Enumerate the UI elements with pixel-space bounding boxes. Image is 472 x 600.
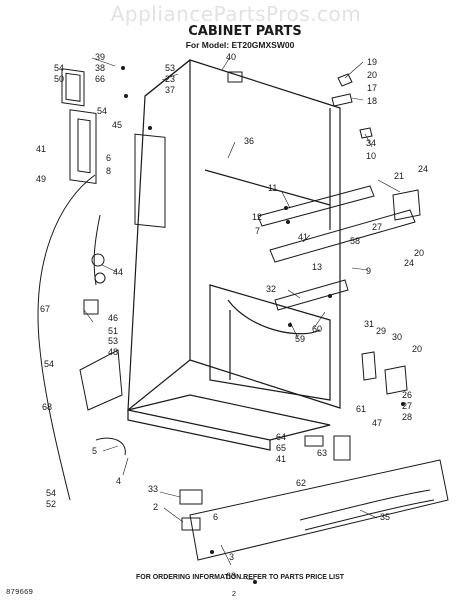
callout-label: 31 <box>364 319 374 329</box>
callout-label: 29 <box>376 326 386 336</box>
callout-label: 33 <box>148 484 158 494</box>
callout-label: 63 <box>317 448 327 458</box>
callout-label: 32 <box>266 284 276 294</box>
callout-label: 24 <box>404 258 414 268</box>
callout-label: 35 <box>380 512 390 522</box>
model-line: For Model: ET20GMXSW00 <box>185 40 295 50</box>
watermark: AppliancePartsPros.com <box>110 2 362 26</box>
callout-label: 24 <box>418 164 428 174</box>
callout-label: 53 <box>165 63 175 73</box>
fastener-dots <box>121 66 405 584</box>
callout-label: 20 <box>414 248 424 258</box>
page-number: 2 <box>231 589 237 598</box>
callout-label: 61 <box>356 404 366 414</box>
callout-label: 66 <box>95 74 105 84</box>
callout-label: 11 <box>268 183 277 193</box>
callout-label: 10 <box>366 151 376 161</box>
callout-label: 8 <box>106 166 111 176</box>
callout-label: 28 <box>402 412 412 422</box>
callout-label: 23 <box>165 74 175 84</box>
callout-label: 3 <box>229 552 234 562</box>
callout-label: 49 <box>36 174 46 184</box>
callout-label: 20 <box>412 344 422 354</box>
callout-label: 27 <box>372 222 382 232</box>
callout-label: 30 <box>392 332 402 342</box>
callout-label: 21 <box>394 171 404 181</box>
callout-label: 59 <box>295 334 305 344</box>
callout-label: 44 <box>113 267 123 277</box>
cabinet-outline <box>127 59 341 451</box>
callout-label: 52 <box>46 499 56 509</box>
callout-label: 9 <box>366 266 371 276</box>
callout-label: 50 <box>54 74 64 84</box>
callout-label: 36 <box>244 136 254 146</box>
callout-label: 54 <box>97 106 107 116</box>
callout-label: 53 <box>108 336 118 346</box>
callout-label: 58 <box>350 236 360 246</box>
callout-label: 68 <box>42 402 52 412</box>
callout-label: 40 <box>226 52 236 62</box>
ordering-footer-note: FOR ORDERING INFORMATION REFER TO PARTS … <box>135 574 345 581</box>
callout-label: 5 <box>92 446 97 456</box>
callout-label: 13 <box>312 262 322 272</box>
callout-label: 12 <box>252 212 262 222</box>
callout-label: 41 <box>36 144 46 154</box>
callout-label: 54 <box>44 359 54 369</box>
callout-label: 34 <box>366 138 376 148</box>
callout-label: 48 <box>108 347 118 357</box>
callout-label: 18 <box>367 96 377 106</box>
callout-label: 45 <box>112 120 122 130</box>
callout-label: 26 <box>402 390 412 400</box>
callout-label: 20 <box>367 70 377 80</box>
callout-label: 4 <box>116 476 121 486</box>
callout-labels: 54 50 39 38 66 53 23 37 40 19 20 17 18 5… <box>36 52 428 581</box>
callout-label: 17 <box>367 83 377 93</box>
callout-label: 62 <box>296 478 306 488</box>
right-parts <box>189 71 449 561</box>
callout-label: 51 <box>108 326 118 336</box>
callout-label: 65 <box>276 443 286 453</box>
callout-label: 60 <box>312 324 322 334</box>
callout-label: 47 <box>372 418 382 428</box>
leader-lines <box>83 56 401 581</box>
callout-label: 37 <box>165 85 175 95</box>
callout-label: 54 <box>54 63 64 73</box>
callout-label: 39 <box>95 52 105 62</box>
left-parts <box>37 68 203 531</box>
callout-label: 67 <box>40 304 50 314</box>
callout-label: 41 <box>298 232 308 242</box>
callout-label: 41 <box>276 454 286 464</box>
callout-label: 19 <box>367 57 377 67</box>
callout-label: 54 <box>46 488 56 498</box>
callout-label: 64 <box>276 432 286 442</box>
callout-label: 6 <box>106 153 111 163</box>
document-number: 879669 <box>6 589 34 597</box>
callout-label: 2 <box>153 502 158 512</box>
callout-label: 27 <box>402 401 412 411</box>
callout-label: 6 <box>213 512 218 522</box>
callout-label: 63 <box>226 571 236 581</box>
callout-label: 38 <box>95 63 105 73</box>
callout-label: 46 <box>108 313 118 323</box>
callout-label: 7 <box>255 226 260 236</box>
diagram-title: CABINET PARTS <box>188 24 302 39</box>
